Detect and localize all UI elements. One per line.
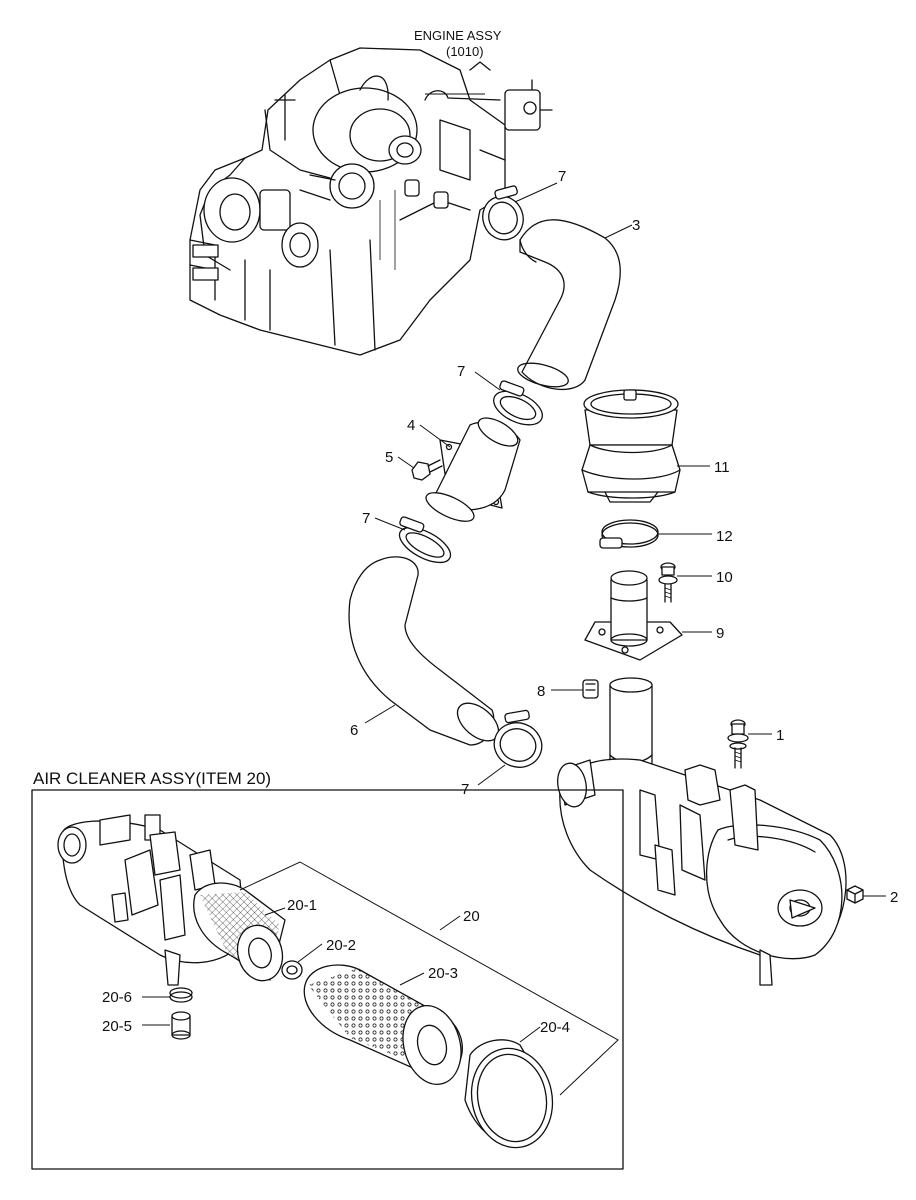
callout-20-3: 20-3 bbox=[428, 965, 458, 982]
engine-ref-label: ENGINE ASSY bbox=[414, 28, 502, 43]
leader-lines bbox=[142, 93, 886, 1043]
callout-7-second: 7 bbox=[457, 363, 465, 380]
callout-1: 1 bbox=[776, 727, 784, 744]
callout-5: 5 bbox=[385, 449, 393, 466]
end-cover bbox=[464, 1039, 554, 1149]
callout-20-1: 20-1 bbox=[287, 897, 317, 914]
callout-20-5: 20-5 bbox=[102, 1018, 132, 1035]
flange-bolt bbox=[658, 562, 678, 603]
air-cleaner-installed bbox=[557, 677, 847, 986]
callout-6: 6 bbox=[350, 722, 358, 739]
hex-nut bbox=[846, 885, 864, 904]
mounting-bolt bbox=[727, 719, 749, 769]
callout-7-top: 7 bbox=[558, 168, 566, 185]
band-clamp bbox=[599, 519, 659, 549]
callout-2: 2 bbox=[890, 889, 898, 906]
hose-clamp-third bbox=[398, 516, 452, 564]
mounting-clip bbox=[582, 679, 599, 699]
engine-assembly-drawing bbox=[189, 47, 553, 356]
hose-clamp-fourth bbox=[493, 709, 543, 768]
callout-10: 10 bbox=[716, 569, 733, 586]
wing-nut bbox=[281, 960, 303, 980]
callout-9: 9 bbox=[716, 625, 724, 642]
air-cleaner-housing bbox=[57, 814, 246, 986]
callout-20-6: 20-6 bbox=[102, 989, 132, 1006]
callout-7-fourth: 7 bbox=[461, 781, 469, 798]
evacuator-valve bbox=[171, 1011, 191, 1040]
assembly-title: AIR CLEANER ASSY(ITEM 20) bbox=[33, 769, 271, 788]
inner-safety-element bbox=[193, 882, 286, 982]
callout-labels: ENGINE ASSY (1010) 7 3 7 4 5 7 11 12 10 … bbox=[102, 28, 898, 1036]
upper-intake-hose bbox=[517, 219, 621, 391]
pre-cleaner-cap bbox=[581, 389, 681, 503]
callout-4: 4 bbox=[407, 417, 415, 434]
air-cleaner-assy-panel: AIR CLEANER ASSY(ITEM 20) bbox=[31, 769, 624, 1170]
callout-20-4: 20-4 bbox=[540, 1019, 570, 1036]
engine-ref-number: (1010) bbox=[446, 44, 484, 59]
outer-filter-element bbox=[303, 964, 463, 1085]
valve-clamp bbox=[169, 987, 193, 1003]
hose-clamp-top bbox=[482, 185, 524, 241]
callout-7-third: 7 bbox=[362, 510, 370, 527]
hose-clamp-second bbox=[493, 380, 543, 426]
callout-12: 12 bbox=[716, 528, 733, 545]
callout-11: 11 bbox=[714, 459, 730, 476]
flanged-adapter bbox=[425, 417, 521, 522]
callout-3: 3 bbox=[632, 217, 640, 234]
callout-20: 20 bbox=[463, 908, 480, 925]
inlet-pipe-flange bbox=[584, 570, 683, 661]
bolt bbox=[411, 459, 443, 481]
lower-intake-hose bbox=[348, 556, 500, 746]
callout-20-2: 20-2 bbox=[326, 937, 356, 954]
callout-8: 8 bbox=[537, 683, 545, 700]
